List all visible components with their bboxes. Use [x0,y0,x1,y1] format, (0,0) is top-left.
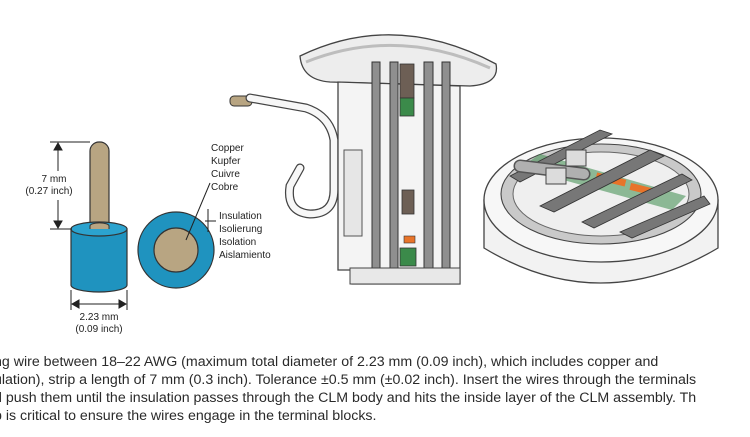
clm-cutaway-illustration [299,34,498,285]
insulation-label-fr: Isolation [219,237,257,248]
caption-line: d push them until the insulation passes … [0,390,697,406]
caption-line: p is critical to ensure the wires engage… [0,408,377,424]
conductor-label-fr: Cuivre [211,169,240,180]
clm-top-view-illustration [483,129,719,284]
wire-cross-section [137,182,216,289]
conductor-label-en: Copper [211,143,244,154]
caption-line: ng wire between 18–22 AWG (maximum total… [0,354,659,370]
conductor-label-es: Cobre [211,182,239,193]
inserted-wire [229,93,339,219]
length-mm-label: 7 mm [41,174,67,185]
length-dimension [50,141,90,230]
stripped-wire-illustration [70,141,128,293]
insulation-label-es: Aislamiento [219,250,271,261]
diameter-mm-label: 2.23 mm [79,312,119,323]
insulation-label-en: Insulation [219,211,262,222]
conductor-label-de: Kupfer [211,156,241,167]
insulation-body [70,228,128,293]
length-inch-label: (0.27 inch) [25,186,73,197]
caption-line: ulation), strip a length of 7 mm (0.3 in… [0,372,697,388]
diameter-dimension [70,290,128,310]
diameter-inch-label: (0.09 inch) [75,324,123,335]
instruction-caption: ng wire between 18–22 AWG (maximum total… [0,353,750,425]
insulation-label-de: Isolierung [219,224,263,235]
copper-conductor [89,141,110,235]
copper-base [89,222,110,229]
